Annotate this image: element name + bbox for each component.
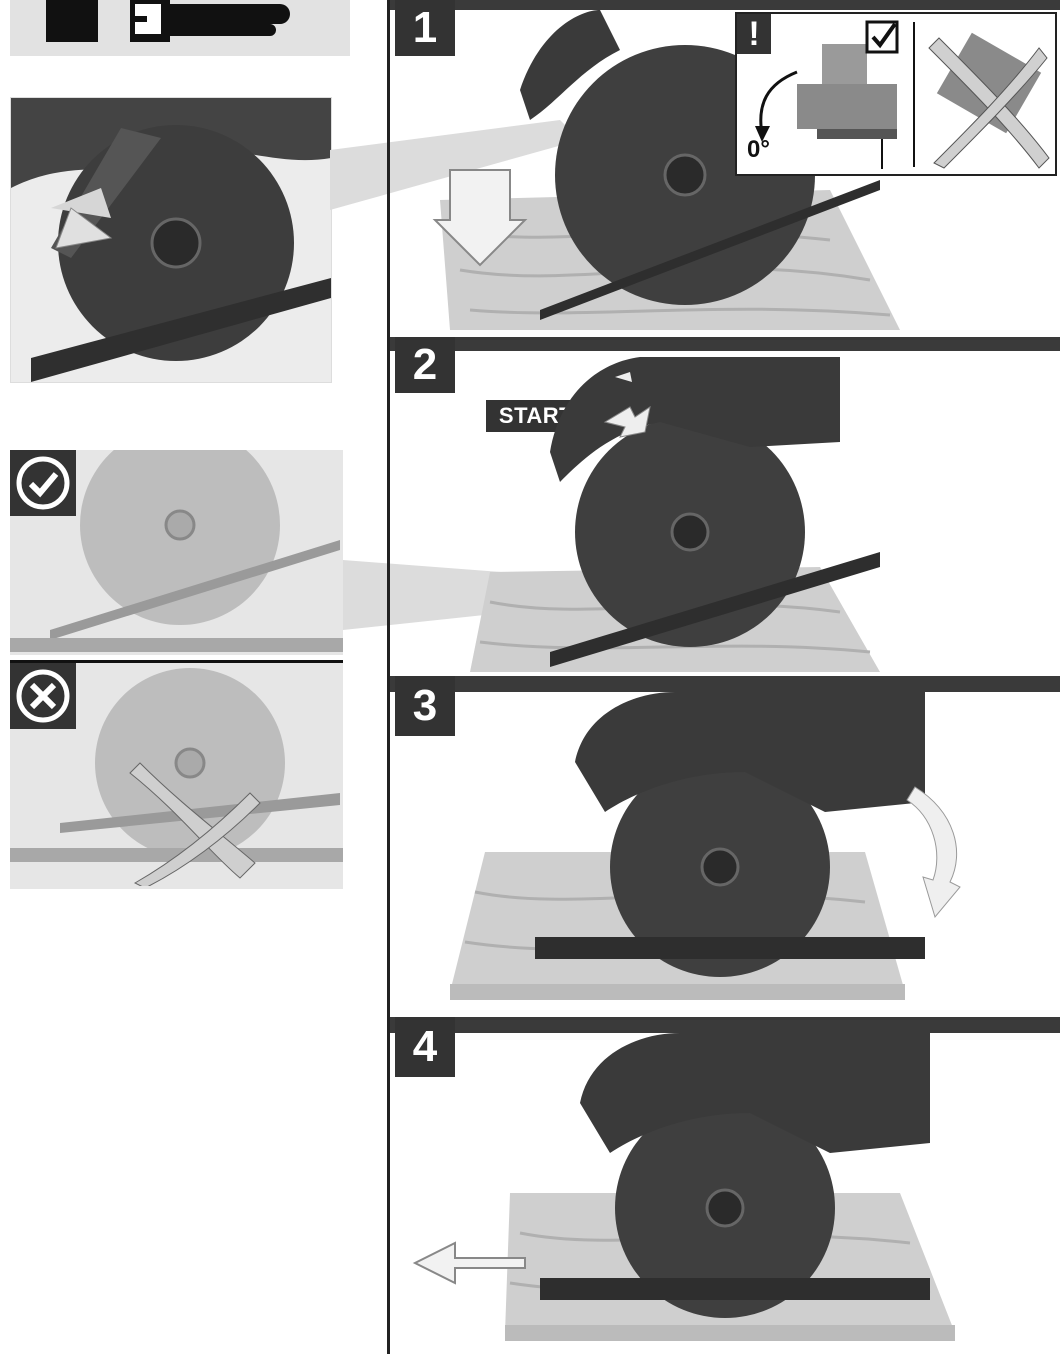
tool-type-icon bbox=[10, 0, 350, 56]
wrong-position-panel bbox=[10, 660, 343, 889]
check-circle-icon bbox=[10, 450, 76, 516]
bevel-angle-callout: ! 0° bbox=[735, 12, 1057, 176]
step-3-number: 3 bbox=[413, 681, 437, 731]
cross-out-icon bbox=[919, 18, 1051, 170]
step-4-bar bbox=[390, 1017, 1060, 1033]
step-3-illustration bbox=[445, 692, 985, 1012]
tool-type-header bbox=[10, 0, 350, 56]
checkbox-checked-icon bbox=[865, 20, 899, 54]
correct-position-panel bbox=[10, 450, 343, 655]
step-2-number: 2 bbox=[413, 340, 437, 390]
step-2-illustration bbox=[460, 352, 900, 677]
step-2-badge: 2 bbox=[395, 337, 455, 393]
step-3-bar bbox=[390, 676, 1060, 692]
step-1-bar bbox=[390, 0, 1060, 10]
step-4-illustration bbox=[410, 1033, 970, 1351]
x-circle-icon bbox=[10, 663, 76, 729]
step-2-bar bbox=[390, 337, 1060, 351]
blade-detail-panel bbox=[10, 97, 332, 383]
saw-blade-closeup bbox=[11, 98, 331, 382]
angle-label: 0° bbox=[747, 136, 770, 164]
